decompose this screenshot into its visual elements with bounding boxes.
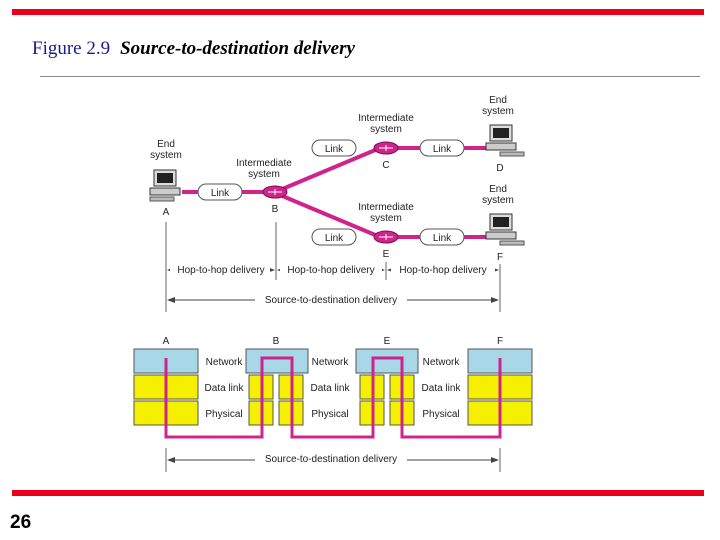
link-label-be: Link bbox=[311, 228, 357, 246]
page-number: 26 bbox=[10, 512, 32, 533]
link-label-ef: Link bbox=[419, 228, 465, 246]
link-label-bc: Link bbox=[311, 139, 357, 157]
router-b-icon bbox=[262, 185, 288, 199]
datalink-layer-row: Data link Data link Data link bbox=[133, 374, 533, 400]
link-label-ab: Link bbox=[197, 183, 243, 201]
figure-number: Figure 2.9 bbox=[32, 38, 111, 59]
layer-label-physical-1: Physical bbox=[205, 409, 242, 420]
stack-label-f: F bbox=[497, 336, 503, 347]
computer-f-icon bbox=[485, 213, 525, 246]
delivery-spans: Hop-to-hop delivery Hop-to-hop delivery … bbox=[165, 222, 501, 312]
stack-label-b: B bbox=[273, 336, 280, 347]
link-label-text: Link bbox=[325, 144, 344, 155]
network-topology: Link Link Link Link Link bbox=[149, 95, 525, 263]
hop-label-1: Hop-to-hop delivery bbox=[177, 265, 264, 276]
hop-label-3: Hop-to-hop delivery bbox=[399, 265, 486, 276]
link-label-cd: Link bbox=[419, 139, 465, 157]
link-label-text: Link bbox=[211, 188, 230, 199]
link-b-e bbox=[279, 193, 381, 239]
node-label-b: B bbox=[272, 204, 279, 215]
layer-label-network-1: Network bbox=[206, 357, 244, 368]
link-label-text: Link bbox=[433, 233, 452, 244]
layer-label-datalink-3: Data link bbox=[422, 383, 462, 394]
layer-label-datalink-1: Data link bbox=[205, 383, 245, 394]
node-label-d: D bbox=[496, 163, 503, 174]
node-label-f: F bbox=[497, 252, 503, 263]
computer-d-icon bbox=[485, 124, 525, 157]
s2d-span-bottom: Source-to-destination delivery bbox=[165, 448, 501, 472]
s2d-label-top: Source-to-destination delivery bbox=[265, 295, 397, 306]
layer-label-physical-2: Physical bbox=[311, 409, 348, 420]
figure-caption: Source-to-destination delivery bbox=[120, 38, 355, 59]
layer-label-datalink-2: Data link bbox=[311, 383, 351, 394]
node-label-a: A bbox=[163, 207, 170, 218]
stack-label-e: E bbox=[384, 336, 391, 347]
layer-label-physical-3: Physical bbox=[422, 409, 459, 420]
node-label-e: E bbox=[383, 249, 390, 260]
stack-label-a: A bbox=[163, 336, 170, 347]
router-e-icon bbox=[373, 230, 399, 244]
title-rule bbox=[40, 76, 700, 77]
s2d-label-bottom: Source-to-destination delivery bbox=[265, 454, 397, 465]
layer-label-network-2: Network bbox=[312, 357, 350, 368]
computer-a-icon bbox=[149, 169, 181, 202]
bottom-accent-bar bbox=[12, 490, 704, 496]
physical-layer-row: Physical Physical Physical bbox=[133, 400, 533, 426]
link-label-text: Link bbox=[325, 233, 344, 244]
link-b-c bbox=[279, 146, 381, 192]
protocol-stacks: A B E F Network Network Network Data lin… bbox=[133, 336, 533, 439]
router-c-icon bbox=[373, 141, 399, 155]
top-accent-bar bbox=[12, 9, 704, 15]
node-label-c: C bbox=[382, 160, 389, 171]
data-path-line bbox=[164, 356, 502, 439]
link-label-text: Link bbox=[433, 144, 452, 155]
hop-label-2: Hop-to-hop delivery bbox=[287, 265, 374, 276]
network-layer-row: Network Network Network bbox=[133, 348, 533, 374]
layer-label-network-3: Network bbox=[423, 357, 461, 368]
figure-title: Figure 2.9 Source-to-destination delivery bbox=[32, 38, 355, 60]
